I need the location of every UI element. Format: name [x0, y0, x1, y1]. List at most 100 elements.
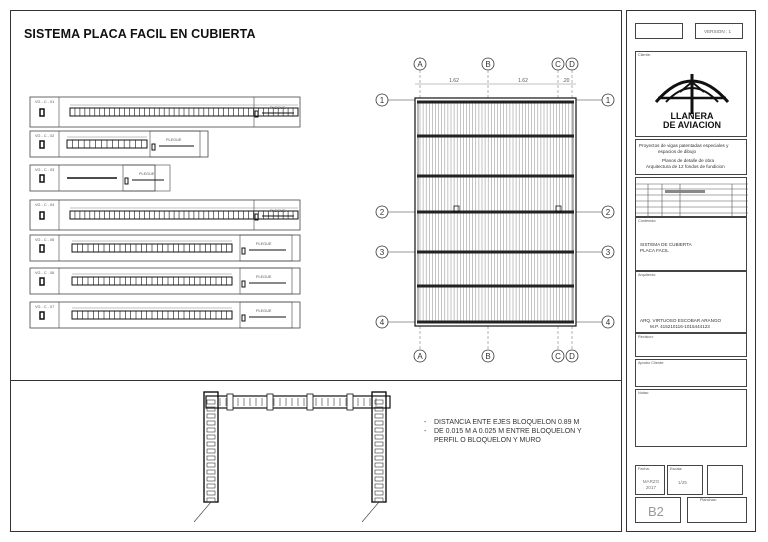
contents-cell: Contenido: SISTEMA DE CUBIERTA PLACA FAC…	[635, 217, 747, 271]
grid-label: 4	[380, 318, 385, 327]
section-column-block	[206, 462, 216, 468]
blank-cell-2	[707, 465, 743, 495]
section-column-block	[374, 469, 384, 475]
grid-label: B	[485, 60, 490, 69]
grid-label: C	[555, 352, 561, 361]
detail-frame	[239, 234, 293, 262]
detail-section-icon	[254, 110, 259, 118]
beam-section-icon	[39, 277, 45, 286]
owner-label: Cliente:	[638, 53, 651, 57]
beam-frame	[29, 234, 301, 262]
sheet-cell: Planchas:	[687, 497, 747, 523]
revision-grid	[636, 183, 748, 218]
sheet-code-cell: B2	[635, 497, 681, 523]
grid-label: A	[417, 352, 423, 361]
project-line-3: Planos de detalle de obra	[662, 158, 715, 163]
section-column-block	[206, 469, 216, 475]
contents-line-2: PLACA FACIL	[640, 248, 669, 253]
logo-cell: Cliente: LLANERA DE AVIACION	[635, 51, 747, 137]
section-column-block	[206, 413, 216, 419]
section-joint	[346, 393, 354, 411]
project-line-2: espacios de dibujo	[658, 149, 697, 154]
grid-bubble-d: D	[565, 349, 579, 363]
grid-circle	[481, 349, 495, 363]
grid-bubble-c: C	[551, 57, 565, 71]
grid-bubble-1: 1	[375, 93, 389, 107]
grid-label: 1	[606, 96, 611, 105]
grid-label: D	[569, 352, 575, 361]
grid-bubble-2: 2	[601, 205, 615, 219]
beam-frame	[29, 267, 301, 295]
scale-value: 1/25	[678, 480, 687, 485]
grid-bubble-2: 2	[375, 205, 389, 219]
grid-label: 4	[606, 318, 611, 327]
scale-label: Escala:	[670, 467, 683, 471]
bloquelon-beam	[417, 250, 574, 254]
notes-label: Notas:	[638, 391, 649, 395]
beam-label: VG - C - 02	[35, 134, 54, 138]
beam-label: VG - C - 06	[35, 271, 54, 275]
date-cell: Fecha: MARZO 2017	[635, 465, 665, 495]
grid-label: A	[417, 60, 423, 69]
bloquelon-beam	[417, 174, 574, 178]
grid-bubble-b: B	[481, 349, 495, 363]
detail-frame	[239, 301, 293, 329]
section-column-block	[206, 455, 216, 461]
detail-frame	[122, 164, 171, 192]
grid-label: 3	[606, 248, 611, 257]
section-leader-line	[193, 501, 212, 523]
grid-bubble-3: 3	[601, 245, 615, 259]
detail-section-icon	[241, 314, 246, 322]
section-column-block	[206, 476, 216, 482]
blank-cell	[635, 23, 683, 39]
section-column-block	[206, 448, 216, 454]
section-column-block	[206, 406, 216, 412]
beam-frame	[29, 199, 301, 231]
section-column-block	[374, 441, 384, 447]
grid-label: 3	[380, 248, 385, 257]
beam-frame	[29, 130, 209, 158]
detail-section-icon	[124, 177, 129, 185]
section-column-block	[374, 448, 384, 454]
detail-section-icon	[241, 247, 246, 255]
section-column-block	[206, 427, 216, 433]
grid-bubble-1: 1	[601, 93, 615, 107]
detail-label: PLEGUE	[166, 138, 182, 142]
bloquelon-beam	[417, 134, 574, 138]
section-divider	[10, 380, 622, 381]
grid-bubble-a: A	[413, 57, 427, 71]
detail-label: PLEGUE	[256, 275, 272, 279]
grid-bubble-d: D	[565, 57, 579, 71]
dimension-label: .20	[563, 78, 570, 84]
detail-label: PLEGUE	[270, 209, 286, 213]
beam-section-icon	[39, 311, 45, 320]
approval-cell: Aprobo Cliente:	[635, 359, 747, 387]
section-column-block	[206, 420, 216, 426]
sheet-label: Planchas:	[700, 498, 717, 502]
project-cell: Proyectos de vigas patentadas especiales…	[635, 139, 747, 175]
grid-bubble-a: A	[413, 349, 427, 363]
architect-license: M.P. 415210116-1015444123	[650, 324, 710, 329]
beam-section-icon	[39, 211, 45, 220]
bloquelon-beam	[417, 210, 574, 214]
notes-cell: Notas:	[635, 389, 747, 447]
beam-label: VG - C - 03	[35, 168, 54, 172]
grid-label: 1	[380, 96, 385, 105]
section-column-block	[374, 476, 384, 482]
project-line-1: Proyectos de vigas patentadas especiales…	[639, 143, 729, 148]
beam-section-icon	[39, 174, 45, 183]
grid-bubble-4: 4	[601, 315, 615, 329]
beam-label: VG - C - 01	[35, 100, 54, 104]
section-column-block	[206, 490, 216, 496]
company-logo: LLANERA DE AVIACION	[654, 74, 730, 130]
beam-section-icon	[39, 244, 45, 253]
review-cell: Revision:	[635, 333, 747, 357]
section-column-block	[374, 455, 384, 461]
beam-label: VG - C - 05	[35, 238, 54, 242]
